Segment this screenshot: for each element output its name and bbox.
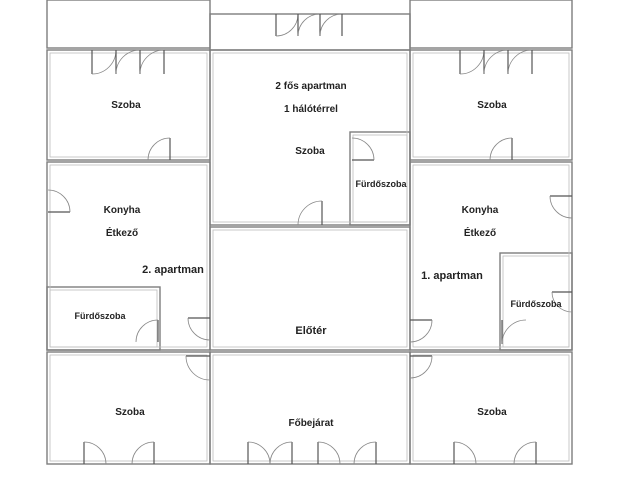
label-left-dining: Étkező: [106, 226, 138, 239]
label-top-center-title: 2 fős apartman: [275, 81, 346, 92]
inner-left-bath: [49, 289, 158, 348]
inner-bottom-right-room: [412, 354, 570, 462]
label-center-hall: Előtér: [295, 325, 327, 337]
label-left-kitchen: Konyha: [104, 205, 141, 216]
door-right-bath-window: [551, 291, 573, 313]
walls: [46, 0, 573, 465]
door-right-bath: [501, 319, 527, 345]
door-left-kitchen: [47, 189, 71, 213]
room-labels: 2 fős apartman 1 hálótérrel Szoba Fürdős…: [75, 81, 563, 429]
wall-top-center-room: [209, 49, 411, 226]
door-top-center-window: [275, 13, 343, 37]
door-top-right-room: [489, 137, 513, 161]
label-right-kitchen: Konyha: [462, 205, 499, 216]
label-left-bath: Fürdőszoba: [75, 311, 127, 321]
inner-right-bath: [502, 255, 570, 348]
door-top-left-room: [147, 137, 171, 161]
door-bottom-left-window: [83, 441, 155, 465]
door-hall-left: [187, 317, 211, 341]
label-top-left-room: Szoba: [111, 100, 141, 111]
inner-bottom-center-room: [212, 354, 408, 462]
door-main-entrance: [247, 441, 377, 465]
label-bottom-left-room: Szoba: [115, 407, 145, 418]
label-bottom-right-room: Szoba: [477, 407, 507, 418]
door-bottom-right-window: [453, 441, 537, 465]
door-bottom-right-room: [409, 355, 433, 379]
label-bottom-center-entrance: Főbejárat: [288, 418, 334, 429]
wall-left-bath: [46, 286, 161, 351]
door-top-left-window: [91, 49, 165, 75]
label-right-dining: Étkező: [464, 226, 496, 239]
wall-top-left-strip: [46, 0, 211, 49]
wall-top-right-room: [409, 49, 573, 161]
label-top-center-bath: Fürdőszoba: [356, 179, 408, 189]
label-right-apartment: 1. apartman: [421, 270, 483, 282]
label-left-apartment: 2. apartman: [142, 264, 204, 276]
door-top-center-bath: [351, 137, 375, 161]
inner-top-center-bath: [352, 134, 408, 223]
wall-bottom-center-room: [209, 351, 411, 465]
inner-top-center-room: [212, 52, 408, 223]
label-top-right-room: Szoba: [477, 100, 507, 111]
wall-top-right-strip: [409, 0, 573, 49]
walls-inner: [49, 52, 570, 462]
label-top-center-room: Szoba: [295, 146, 325, 157]
doors: [47, 13, 573, 465]
wall-left-kitchen: [46, 161, 211, 351]
label-top-center-subtitle: 1 hálótérrel: [284, 104, 338, 115]
wall-top-center-strip: [209, 13, 411, 51]
inner-bottom-left-room: [49, 354, 208, 462]
door-hall-right: [409, 319, 433, 343]
label-right-bath: Fürdőszoba: [511, 299, 563, 309]
door-right-kitchen: [549, 195, 573, 219]
door-bottom-left-room: [185, 355, 211, 381]
door-left-bath: [135, 319, 159, 343]
wall-bottom-right-room: [409, 351, 573, 465]
inner-center-hall: [212, 229, 408, 348]
inner-top-right-room: [412, 52, 570, 158]
door-top-right-window: [459, 49, 533, 75]
wall-right-bath: [499, 252, 573, 351]
door-top-center-room: [297, 200, 323, 226]
